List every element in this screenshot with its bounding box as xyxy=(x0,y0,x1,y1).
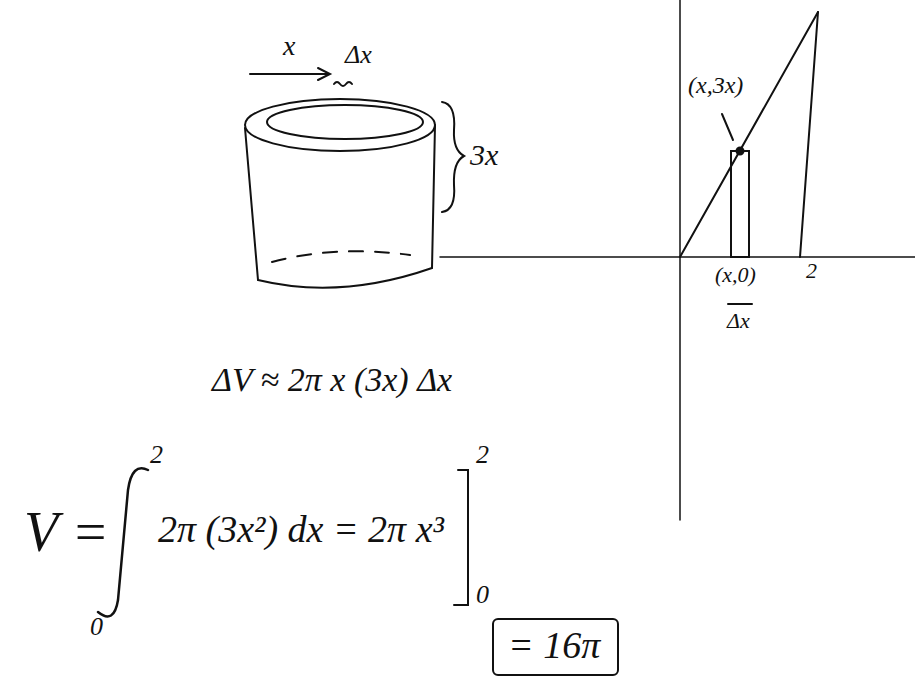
shell-side xyxy=(245,128,258,280)
shell-top-inner xyxy=(267,105,423,139)
strip-rectangle xyxy=(731,151,749,257)
height-brace xyxy=(442,102,464,212)
axis-tick-label: 2 xyxy=(806,258,817,283)
line-y-3x xyxy=(680,12,818,257)
answer-text: = 16π xyxy=(508,624,600,668)
thickness-mark xyxy=(334,82,352,86)
volume-element-formula: ΔV ≈ 2π x (3x) Δx xyxy=(212,360,452,399)
point-label: (x,0) xyxy=(715,262,756,287)
shell-bottom xyxy=(258,268,432,288)
radius-label: x xyxy=(283,30,295,62)
y-axis xyxy=(679,0,681,520)
lower-limit: 0 xyxy=(476,580,489,610)
integral-formula: 2π (3x²) dx = 2π x³ xyxy=(158,508,444,552)
answer-box: = 16π xyxy=(492,618,619,676)
width-label: Δx xyxy=(727,308,750,333)
upper-limit: 2 xyxy=(150,440,163,470)
evaluation-bracket xyxy=(454,470,468,605)
arrow-head xyxy=(318,68,330,80)
height-label: 3x xyxy=(470,138,498,173)
point-dot xyxy=(737,148,744,155)
lower-limit: 0 xyxy=(90,612,103,642)
volume-label: V = xyxy=(24,500,109,564)
point-label: (x,3x) xyxy=(688,72,743,100)
width-mark xyxy=(728,303,752,305)
shell-top-outer xyxy=(245,99,435,151)
x-axis xyxy=(440,256,915,258)
radius-arrow xyxy=(250,73,328,75)
shell-bottom-hidden xyxy=(272,251,410,262)
leader-line xyxy=(722,114,733,140)
upper-limit: 2 xyxy=(476,440,489,470)
shell-side xyxy=(432,125,435,268)
thickness-label: Δx xyxy=(345,40,372,70)
line-x-2 xyxy=(800,12,818,257)
